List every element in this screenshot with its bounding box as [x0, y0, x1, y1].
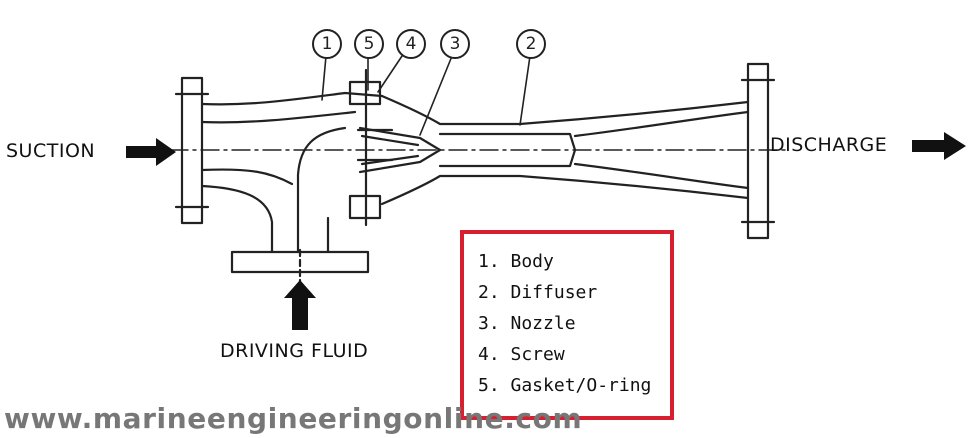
parts-legend: 1. Body 2. Diffuser 3. Nozzle 4. Screw 5…: [460, 230, 674, 420]
callout-1: 1: [312, 29, 342, 59]
driving-fluid-arrow-icon: [284, 280, 316, 330]
legend-item-diffuser: 2. Diffuser: [478, 282, 598, 303]
diffuser: [380, 94, 750, 206]
ejector-body: [200, 91, 384, 254]
callout-2: 2: [516, 29, 546, 59]
legend-item-screw: 4. Screw: [478, 344, 565, 365]
discharge-label: DISCHARGE: [770, 134, 888, 156]
legend-item-nozzle: 3. Nozzle: [478, 313, 576, 334]
leader-lines: [321, 55, 531, 136]
callout-3: 3: [440, 29, 470, 59]
callout-5: 5: [354, 29, 384, 59]
driving-fluid-label: DRIVING FLUID: [220, 340, 369, 362]
site-watermark: www.marineengineeringonline.com: [4, 402, 583, 435]
discharge-flange: [740, 62, 776, 240]
suction-arrow-icon: [126, 138, 176, 166]
legend-item-body: 1. Body: [478, 251, 554, 272]
driving-fluid-flange: [230, 248, 370, 287]
legend-item-gasket: 5. Gasket/O-ring: [478, 375, 652, 396]
suction-label: SUCTION: [6, 140, 96, 162]
discharge-arrow-icon: [912, 132, 966, 160]
callout-4: 4: [396, 29, 426, 59]
nozzle: [358, 126, 442, 174]
gasket-flange: [348, 68, 394, 227]
